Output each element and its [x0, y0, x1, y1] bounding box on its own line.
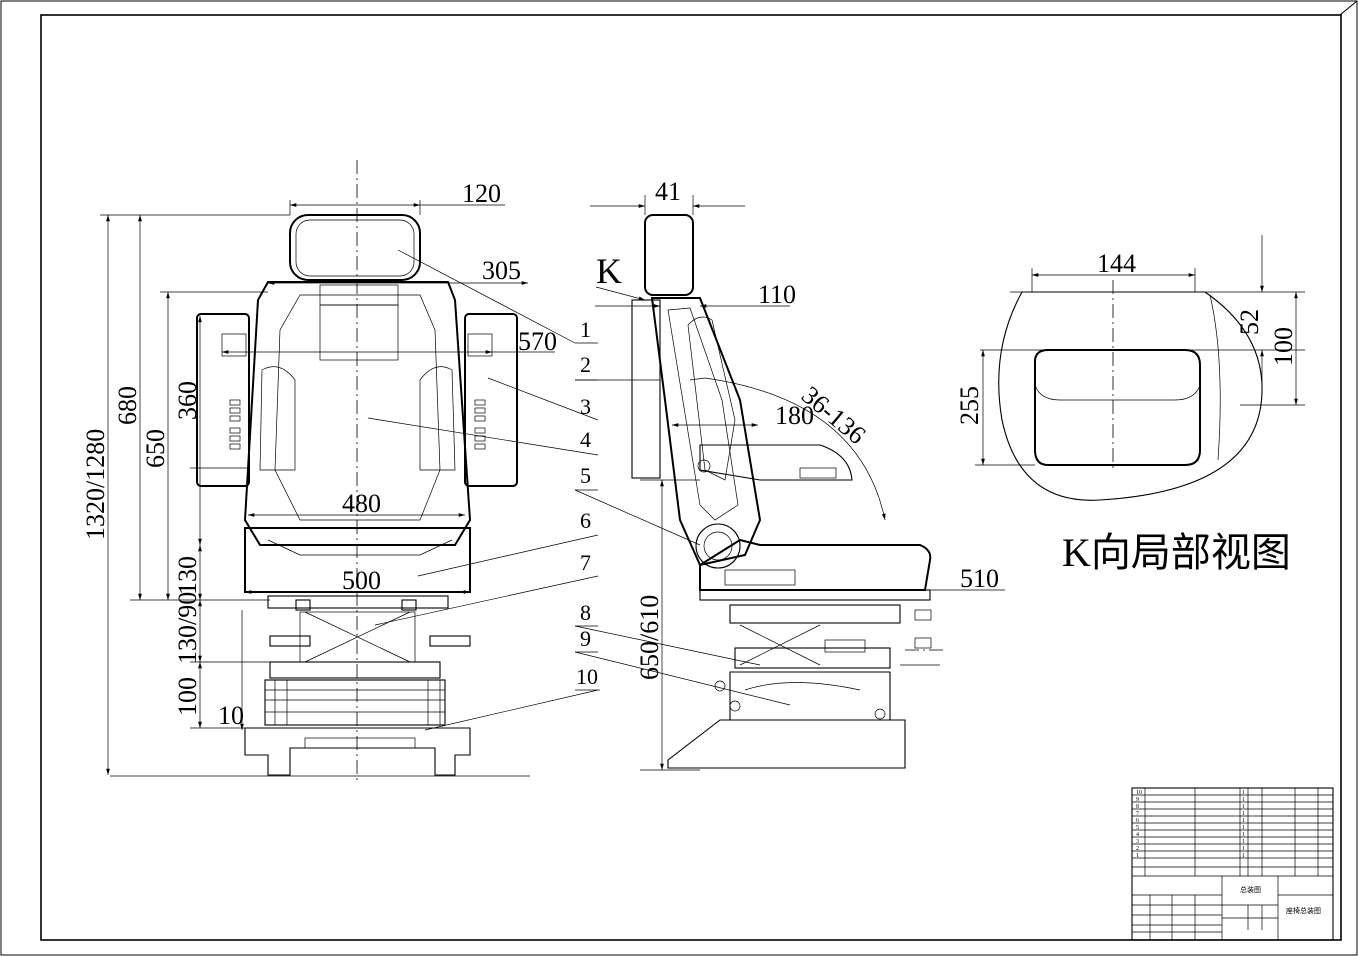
dim-650: 650 [141, 429, 170, 468]
dim-100-k: 100 [1269, 327, 1298, 366]
leader-4: 4 [580, 427, 591, 452]
dim-130: 130 [173, 556, 202, 595]
side-headrest [644, 214, 694, 296]
dim-144: 144 [1097, 249, 1136, 278]
title-block-cell: 1 [1136, 853, 1139, 859]
k-view-labels: 144 52 100 255 K向局部视图 [955, 249, 1298, 575]
recline-pivot [695, 523, 741, 569]
title-block-cell: 9 [1136, 797, 1139, 803]
dim-52: 52 [1235, 309, 1264, 335]
side-view [631, 214, 945, 770]
leader-6: 6 [580, 508, 591, 533]
headrest [289, 214, 421, 281]
leader-lines [367, 249, 791, 731]
dim-480: 480 [342, 489, 381, 518]
title-block-part-name: 座椅总装图 [1286, 906, 1321, 915]
side-backrest [650, 297, 762, 567]
title-block-cell: 1 [1242, 790, 1245, 796]
side-armrest [699, 444, 853, 481]
title-block-cell: 1 [1242, 818, 1245, 824]
title-block-cell: 1 [1242, 832, 1245, 838]
dim-120: 120 [462, 179, 501, 208]
leader-labels: 1 2 3 4 5 6 7 8 9 10 [576, 317, 598, 689]
dim-10: 10 [218, 701, 244, 730]
title-block-cell: 6 [1136, 818, 1139, 824]
view-label-k: K [596, 251, 622, 291]
dim-510: 510 [960, 564, 999, 593]
armrest-right [464, 313, 518, 487]
dim-110: 110 [758, 280, 796, 309]
dim-500: 500 [342, 566, 381, 595]
leader-7: 7 [580, 550, 591, 575]
front-dim-labels: 120 305 570 480 500 1320/1280 680 650 36… [81, 179, 557, 730]
leader-1: 1 [580, 317, 591, 342]
dim-360: 360 [173, 381, 202, 420]
k-view-title: K向局部视图 [1062, 530, 1291, 575]
dim-180: 180 [775, 401, 814, 430]
dim-650-610: 650/610 [635, 595, 664, 680]
side-base [667, 719, 906, 769]
dim-41: 41 [655, 177, 681, 206]
title-block-cell: 2 [1136, 846, 1139, 852]
side-dimensions [590, 195, 1005, 771]
title-block-cell: 10 [1136, 790, 1142, 796]
front-dimensions [100, 200, 555, 775]
title-block-cell: 1 [1242, 811, 1245, 817]
backrest [243, 281, 472, 546]
front-view [110, 160, 530, 780]
k-view [975, 235, 1305, 501]
k-view-headrest [1034, 349, 1201, 466]
leader-10: 10 [576, 664, 598, 689]
title-block-cell: 1 [1242, 804, 1245, 810]
dim-100: 100 [173, 677, 202, 716]
leader-8: 8 [580, 600, 591, 625]
k-view-outline [998, 291, 1263, 501]
side-cushion [699, 538, 932, 591]
leader-2: 2 [580, 352, 591, 377]
title-block-cell: 1 [1242, 839, 1245, 845]
title-block-cell: 1 [1242, 825, 1245, 831]
dim-570: 570 [518, 327, 557, 356]
title-block-cell: 4 [1136, 832, 1139, 838]
title-block-cell: 7 [1136, 811, 1139, 817]
title-block-cell: 1 [1242, 853, 1245, 859]
front-base [244, 727, 471, 776]
title-block-cell: 5 [1136, 825, 1139, 831]
dim-305: 305 [482, 256, 521, 285]
armrest-left [196, 313, 250, 487]
dim-255: 255 [955, 386, 984, 425]
dim-680: 680 [113, 386, 142, 425]
title-block-cell: 1 [1242, 797, 1245, 803]
title-block-cell: 3 [1136, 839, 1139, 845]
dim-1320-1280: 1320/1280 [81, 429, 110, 540]
leader-5: 5 [580, 463, 591, 488]
leader-3: 3 [580, 394, 591, 419]
dim-130-90: 130/90 [173, 592, 202, 664]
title-block-cell: 1 [1242, 846, 1245, 852]
title-block-cell: 8 [1136, 804, 1139, 810]
leader-9: 9 [580, 626, 591, 651]
title-block-drawing-name: 总装图 [1240, 885, 1261, 894]
